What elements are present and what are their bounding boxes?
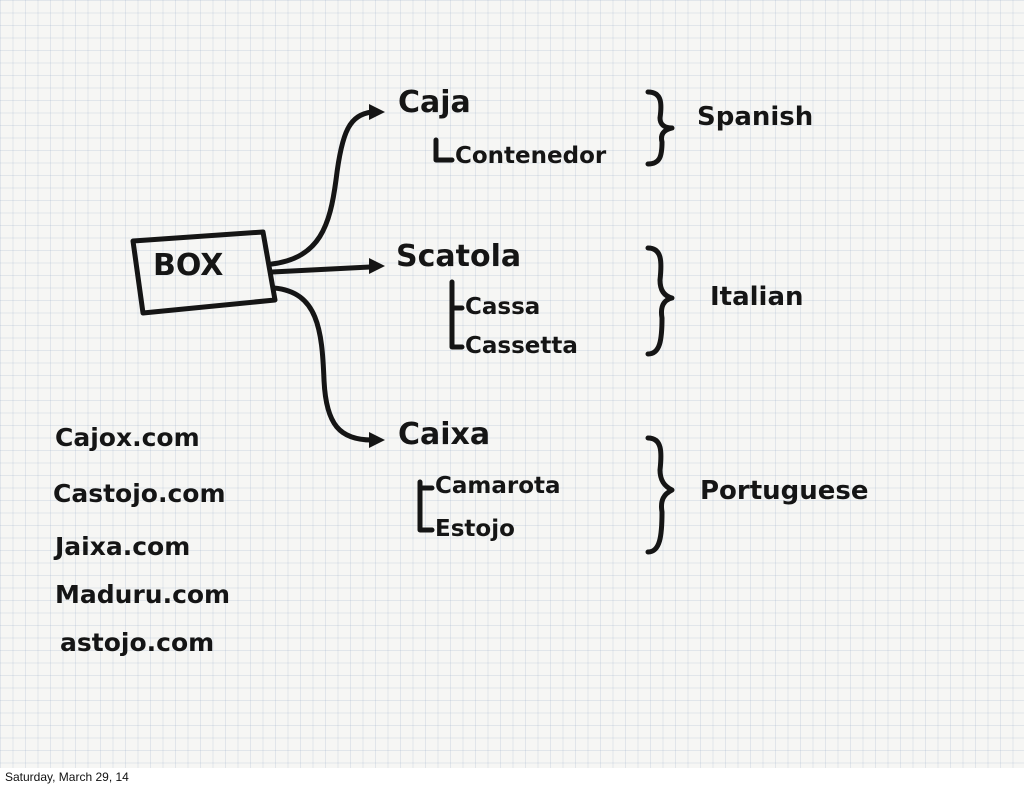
alt-estojo: Estojo	[435, 516, 515, 542]
domain-castojo: Castojo.com	[53, 479, 226, 508]
language-portuguese: Portuguese	[700, 476, 869, 506]
connector-scatola	[449, 279, 465, 350]
alt-cassetta: Cassetta	[465, 333, 578, 359]
connector-caja	[433, 137, 455, 163]
arrow-to-caja	[269, 109, 375, 267]
domain-maduru: Maduru.com	[55, 580, 231, 609]
arrowhead-caja	[369, 104, 385, 120]
diagram-lines	[130, 89, 675, 555]
slide-date-footer: Saturday, March 29, 14	[5, 770, 129, 784]
alt-camarota: Camarota	[435, 473, 561, 499]
arrow-to-scatola	[269, 264, 373, 275]
brace-italian	[645, 245, 675, 357]
arrowhead-scatola	[369, 258, 385, 274]
domain-astojo: astojo.com	[60, 628, 215, 657]
root-box-outline	[130, 229, 278, 316]
language-italian: Italian	[710, 282, 804, 312]
word-caixa: Caixa	[398, 417, 491, 452]
domain-cajox: Cajox.com	[55, 423, 200, 452]
alt-contenedor: Contenedor	[455, 143, 607, 169]
word-caja: Caja	[398, 85, 471, 120]
word-scatola: Scatola	[396, 239, 522, 274]
brace-portuguese	[645, 435, 675, 555]
connector-caixa	[417, 479, 435, 533]
alt-cassa: Cassa	[465, 294, 541, 320]
whiteboard-photo: BOX Caja Contenedor Spanish Scatola Cass…	[0, 0, 1024, 768]
arrow-to-caixa	[271, 285, 375, 443]
brace-spanish	[645, 89, 675, 167]
root-label: BOX	[153, 248, 224, 283]
domain-jaixa: Jaixa.com	[55, 532, 191, 561]
language-spanish: Spanish	[697, 102, 814, 132]
arrowhead-caixa	[369, 432, 385, 448]
